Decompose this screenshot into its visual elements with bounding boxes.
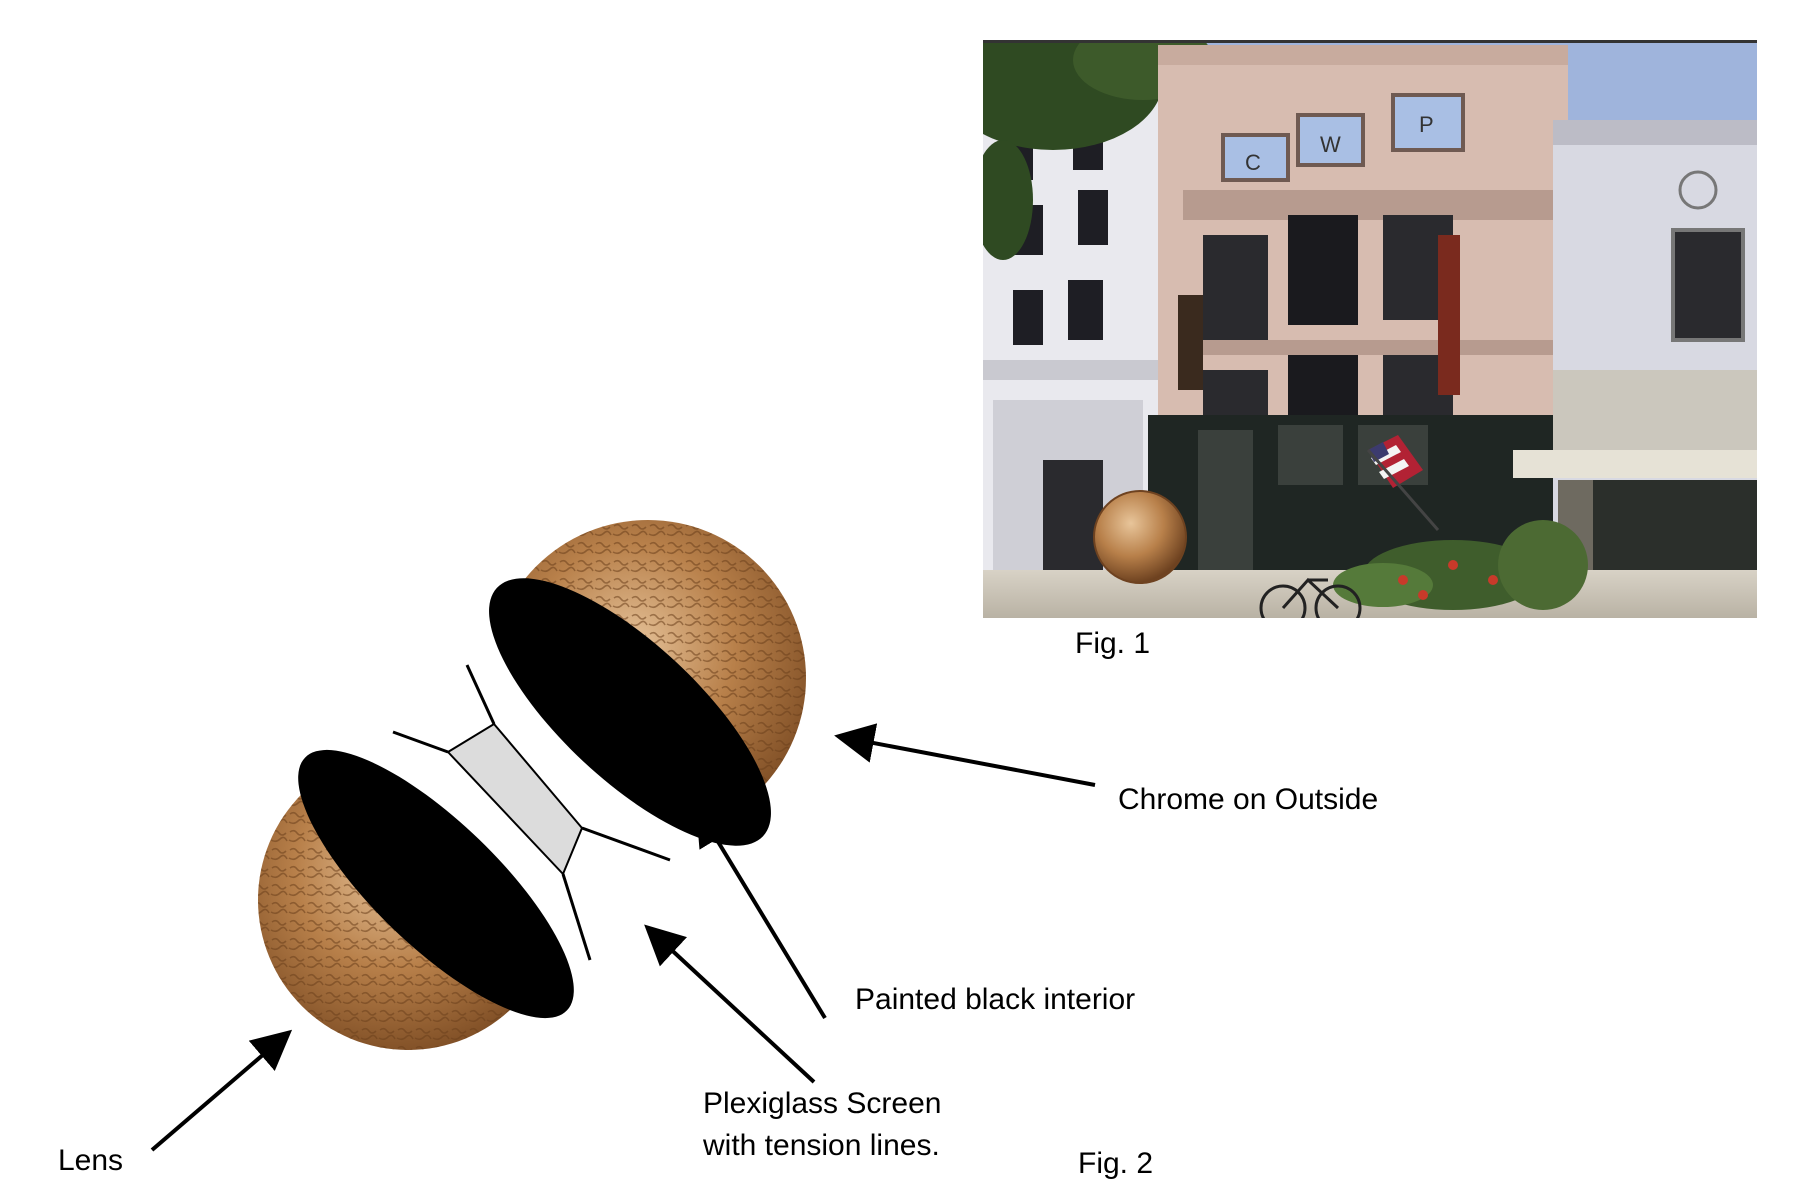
plexiglass-screen bbox=[392, 664, 671, 961]
lower-hemisphere-interior bbox=[298, 749, 574, 1019]
sign-letter-w: W bbox=[1320, 132, 1341, 157]
lower-hemisphere bbox=[258, 749, 574, 1050]
chrome-arrow bbox=[834, 723, 1096, 787]
lens-label: Lens bbox=[58, 1144, 124, 1177]
screen-label-line2: with tension lines. bbox=[703, 1129, 940, 1162]
chrome-label: Chrome on Outside bbox=[1118, 783, 1379, 816]
upper-hemisphere-interior bbox=[489, 578, 771, 846]
screen-arrow bbox=[644, 924, 816, 1084]
fig2-caption: Fig. 2 bbox=[1078, 1147, 1154, 1180]
sphere-in-photo bbox=[1094, 491, 1186, 583]
building-photo-illustration: C W P bbox=[983, 40, 1757, 618]
screen-label-line1: Plexiglass Screen bbox=[703, 1087, 942, 1120]
tension-line bbox=[465, 664, 496, 725]
tension-line bbox=[581, 826, 671, 862]
tension-line bbox=[561, 873, 592, 961]
sign-letter-p: P bbox=[1419, 112, 1434, 137]
lens-arrow bbox=[150, 1029, 293, 1152]
tension-line bbox=[392, 730, 449, 754]
interior-label: Painted black interior bbox=[855, 983, 1136, 1016]
sign-letter-c: C bbox=[1245, 150, 1261, 175]
interior-arrow bbox=[695, 805, 827, 1020]
building-photo: C W P bbox=[983, 40, 1757, 618]
bicycle bbox=[1259, 584, 1307, 618]
fig1-caption: Fig. 1 bbox=[1075, 627, 1151, 660]
upper-hemisphere bbox=[489, 520, 806, 846]
